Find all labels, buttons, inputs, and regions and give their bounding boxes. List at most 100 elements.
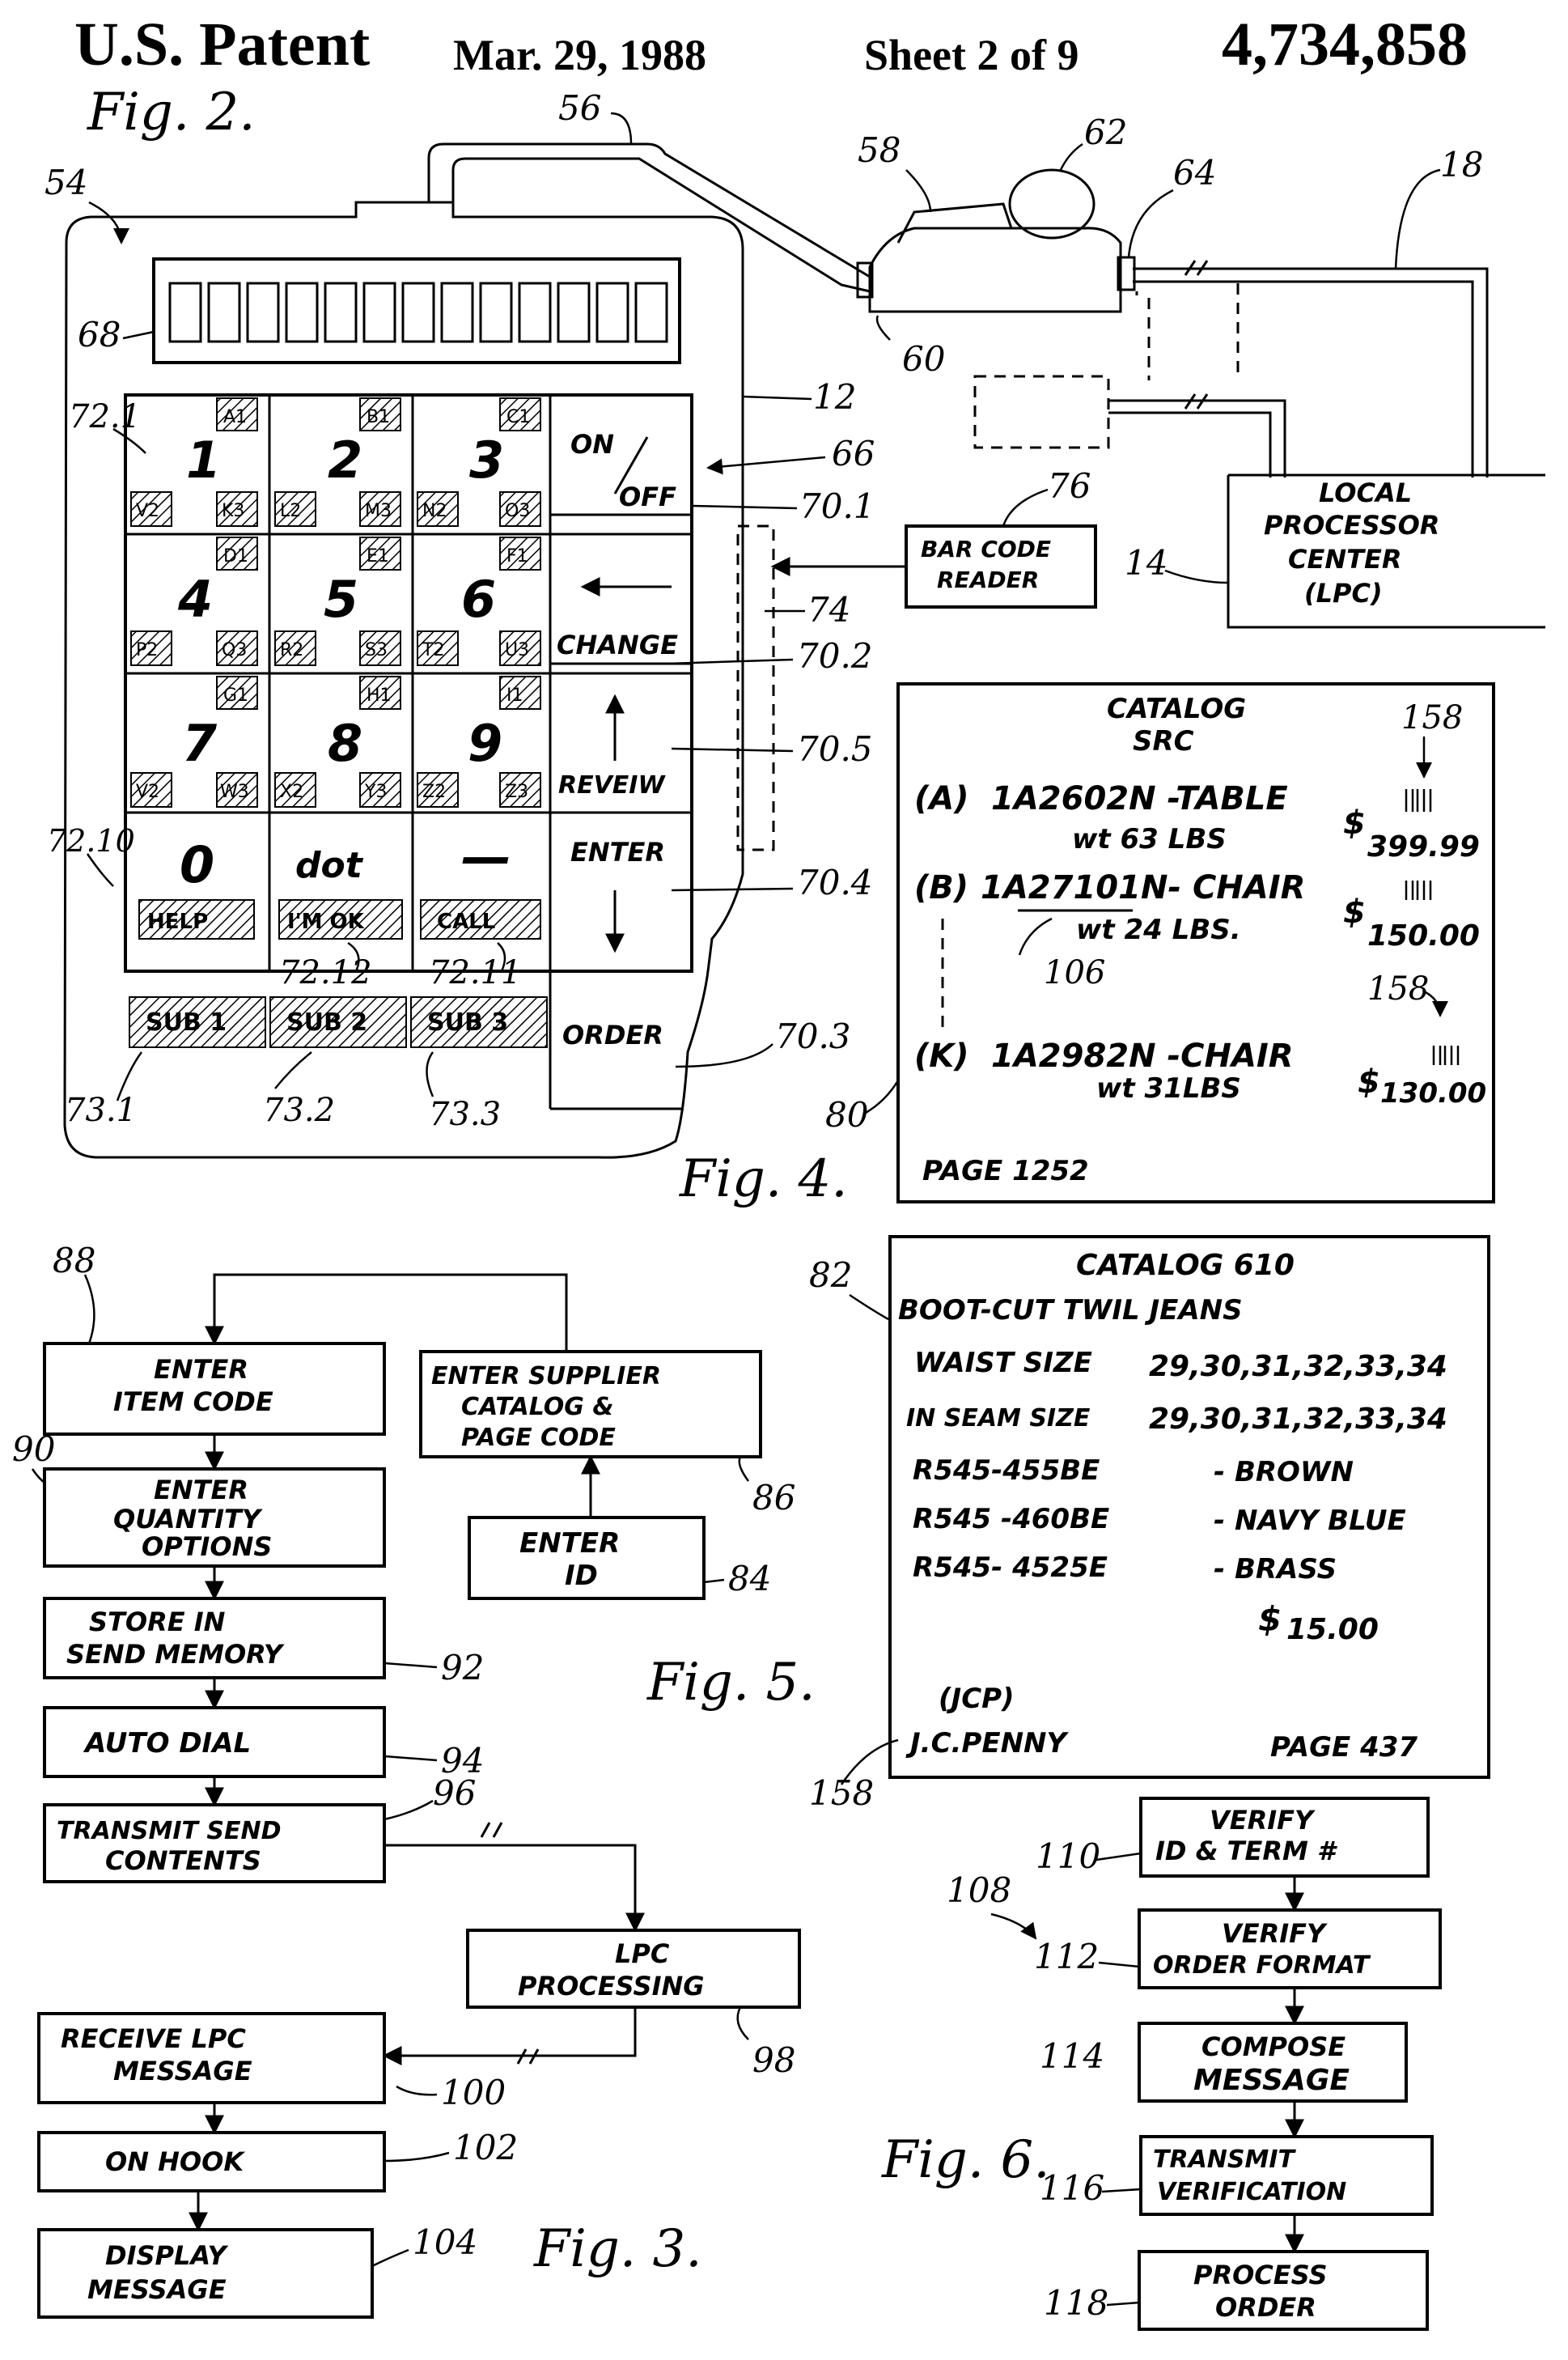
key-6[interactable]: 6 F1 T2 U3 bbox=[417, 537, 541, 666]
svg-text:110: 110 bbox=[1036, 1836, 1100, 1876]
sub-key-3[interactable] bbox=[410, 996, 548, 1048]
svg-text:72.10: 72.10 bbox=[47, 823, 135, 859]
svg-text:70.1: 70.1 bbox=[799, 486, 875, 526]
key-2[interactable]: 2 B1 L2 M3 bbox=[274, 397, 401, 527]
svg-text:A1: A1 bbox=[223, 407, 247, 427]
on-off-key[interactable]: ON OFF bbox=[570, 429, 676, 512]
catalog-code: SRC bbox=[1133, 725, 1194, 758]
svg-text:118: 118 bbox=[1044, 2283, 1108, 2323]
svg-text:1: 1 bbox=[186, 431, 221, 490]
key-7[interactable]: 7 G1 V2 W3 bbox=[130, 676, 258, 808]
step-receive-lpc-message bbox=[37, 2012, 386, 2104]
svg-text:MESSAGE: MESSAGE bbox=[113, 2056, 252, 2086]
svg-text:150.00: 150.00 bbox=[1367, 919, 1480, 953]
svg-text:CALL: CALL bbox=[437, 910, 495, 934]
step-transmit-send-contents bbox=[43, 1803, 386, 1883]
svg-text:PROCESS: PROCESS bbox=[1193, 2260, 1328, 2290]
svg-text:ORDER: ORDER bbox=[1215, 2292, 1316, 2323]
sub-key-1[interactable] bbox=[129, 996, 266, 1048]
svg-text:C1: C1 bbox=[506, 407, 530, 427]
svg-text:LOCAL: LOCAL bbox=[1319, 478, 1412, 508]
svg-text:IN SEAM SIZE: IN SEAM SIZE bbox=[906, 1404, 1091, 1433]
cable-56 bbox=[427, 142, 871, 278]
key-1[interactable]: 1 A1 V2 K3 bbox=[130, 397, 258, 527]
barcode-icon bbox=[1432, 1046, 1460, 1065]
svg-text:Q3: Q3 bbox=[222, 640, 247, 660]
key-5[interactable]: 5 E1 R2 S3 bbox=[274, 537, 401, 666]
svg-text:82: 82 bbox=[809, 1255, 852, 1295]
svg-text:QUANTITY: QUANTITY bbox=[113, 1504, 263, 1534]
sub-key-2[interactable] bbox=[269, 996, 407, 1048]
svg-text:70.4: 70.4 bbox=[797, 863, 873, 902]
svg-text:2: 2 bbox=[328, 431, 362, 490]
key-8[interactable]: 8 H1 X2 Y3 bbox=[274, 676, 401, 808]
svg-text:ID & TERM #: ID & TERM # bbox=[1155, 1836, 1337, 1866]
supplier-name: J.C.PENNY bbox=[905, 1727, 1069, 1759]
product-name: BOOT-CUT TWIL JEANS bbox=[898, 1294, 1243, 1326]
catalog-item-k: (K) 1A2982N -CHAIR wt 31LBS $ 130.00 bbox=[914, 1038, 1486, 1110]
step-enter-supplier-catalog bbox=[419, 1350, 762, 1458]
svg-text:I'M OK: I'M OK bbox=[287, 910, 365, 934]
key-dash-call[interactable]: — CALL bbox=[420, 827, 541, 940]
enter-key[interactable]: ENTER bbox=[570, 837, 665, 953]
step-enter-id bbox=[468, 1516, 706, 1600]
svg-text:MESSAGE: MESSAGE bbox=[87, 2274, 227, 2305]
svg-text:92: 92 bbox=[441, 1648, 484, 1687]
fig3-flowchart: 88 ENTER ITEM CODE ENTER SUPPLIER CATALO… bbox=[12, 1241, 801, 2319]
svg-text:D1: D1 bbox=[223, 546, 248, 567]
svg-text:SUB 1: SUB 1 bbox=[146, 1008, 227, 1037]
svg-text:73.1: 73.1 bbox=[65, 1092, 137, 1129]
key-dot-im-ok[interactable]: dot I'M OK bbox=[278, 845, 403, 940]
svg-text:HELP: HELP bbox=[147, 910, 208, 934]
svg-text:READER: READER bbox=[937, 567, 1039, 593]
svg-text:O3: O3 bbox=[505, 501, 530, 521]
change-key[interactable]: CHANGE bbox=[557, 577, 678, 660]
svg-text:E1: E1 bbox=[367, 546, 389, 567]
step-transmit-verification bbox=[1139, 2135, 1434, 2216]
display-digits bbox=[168, 282, 668, 343]
alt-terminal bbox=[973, 375, 1110, 449]
svg-text:CONTENTS: CONTENTS bbox=[105, 1845, 261, 1876]
svg-text:G1: G1 bbox=[223, 686, 248, 706]
order-key[interactable]: ORDER bbox=[562, 1020, 663, 1051]
svg-text:158: 158 bbox=[1367, 970, 1429, 1008]
fig5-label: Fig. 5. bbox=[646, 1653, 816, 1713]
svg-text:0: 0 bbox=[180, 835, 214, 894]
svg-text:ORDER: ORDER bbox=[562, 1020, 663, 1051]
svg-text:106: 106 bbox=[1044, 954, 1105, 991]
telephone-unit bbox=[856, 168, 1136, 313]
svg-text:CENTER: CENTER bbox=[1288, 544, 1401, 575]
key-1-sub-a bbox=[216, 397, 258, 431]
svg-text:104: 104 bbox=[413, 2222, 477, 2262]
svg-text:OPTIONS: OPTIONS bbox=[142, 1531, 272, 1562]
svg-text:$: $ bbox=[1258, 1599, 1282, 1639]
svg-text:66: 66 bbox=[832, 434, 875, 473]
svg-text:PAGE CODE: PAGE CODE bbox=[461, 1424, 616, 1452]
review-key[interactable]: REVEIW bbox=[558, 694, 666, 800]
svg-text:90: 90 bbox=[12, 1429, 55, 1469]
svg-text:—: — bbox=[461, 827, 511, 886]
svg-text:62: 62 bbox=[1084, 112, 1127, 152]
svg-text:56: 56 bbox=[558, 88, 601, 128]
lpc-box bbox=[1227, 473, 1545, 629]
svg-text:(LPC): (LPC) bbox=[1304, 578, 1383, 609]
display-panel bbox=[152, 257, 681, 364]
key-3[interactable]: 3 C1 N2 O3 bbox=[417, 397, 541, 527]
key-0-help[interactable]: 0 HELP bbox=[138, 835, 255, 940]
line-18 bbox=[1133, 267, 1489, 478]
svg-text:VERIFICATION: VERIFICATION bbox=[1157, 2178, 1346, 2206]
header-date: Mar. 29, 1988 bbox=[453, 31, 706, 79]
catalog-610-title: CATALOG 610 bbox=[1076, 1249, 1295, 1282]
key-9[interactable]: 9 I1 Z2 Z3 bbox=[417, 676, 541, 808]
svg-text:SUB 2: SUB 2 bbox=[286, 1008, 367, 1037]
key-4[interactable]: 4 D1 P2 Q3 bbox=[130, 537, 258, 666]
svg-text:114: 114 bbox=[1040, 2036, 1104, 2076]
catalog-title: CATALOG bbox=[1107, 693, 1246, 725]
svg-text:116: 116 bbox=[1040, 2168, 1104, 2208]
sub-keys: SUB 1 SUB 2 SUB 3 bbox=[129, 996, 548, 1048]
svg-text:TRANSMIT SEND: TRANSMIT SEND bbox=[57, 1817, 282, 1845]
svg-text:R545- 4525E: R545- 4525E bbox=[913, 1551, 1108, 1584]
svg-text:S3: S3 bbox=[365, 640, 388, 660]
step-enter-quantity-options bbox=[43, 1467, 386, 1568]
svg-text:DISPLAY: DISPLAY bbox=[105, 2240, 228, 2271]
